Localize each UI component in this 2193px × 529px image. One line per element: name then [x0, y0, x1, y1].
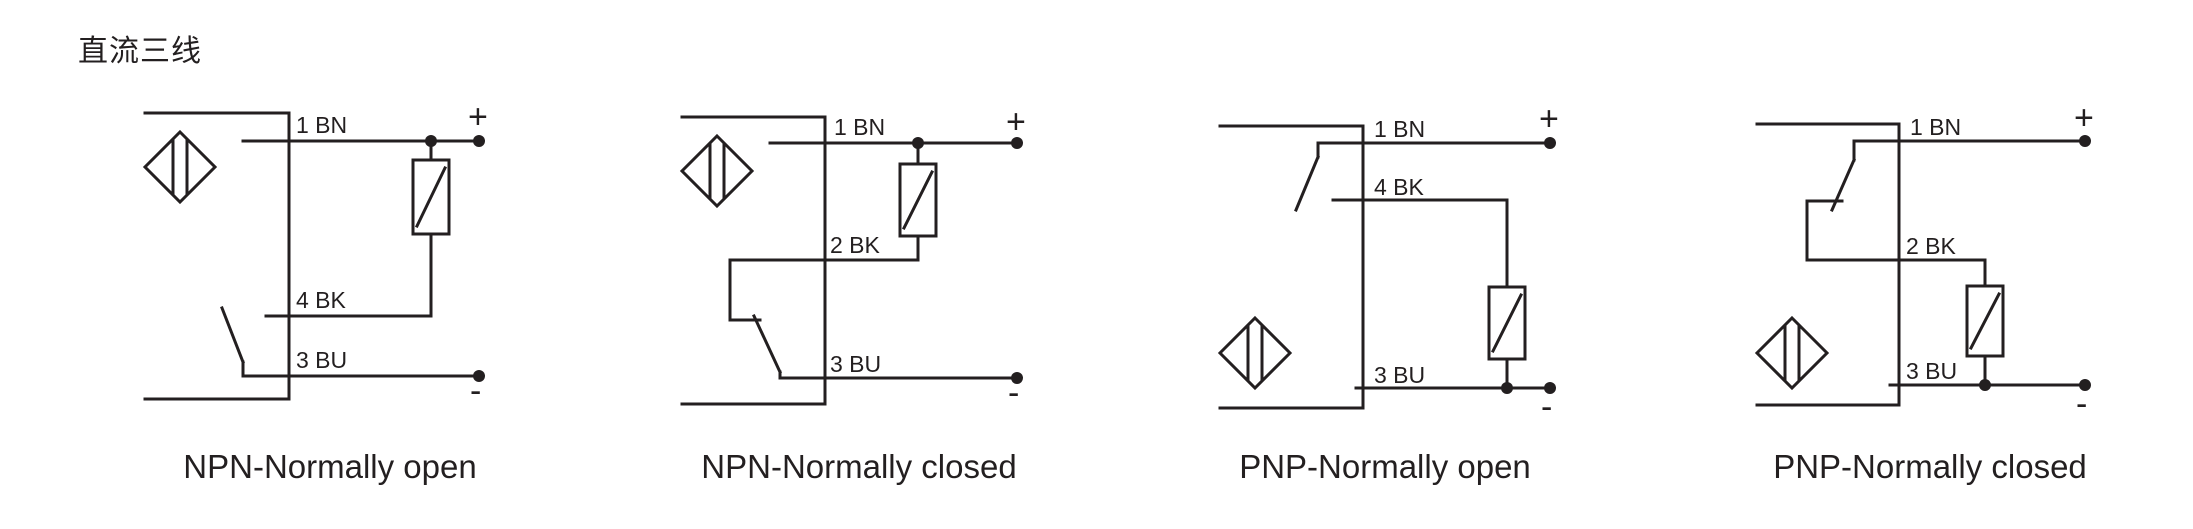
minus-sign: -	[1008, 374, 1019, 412]
load-resistor	[898, 162, 938, 238]
plus-sign: +	[1539, 100, 1559, 138]
page-title: 直流三线	[78, 35, 202, 68]
junction-dot	[1501, 382, 1513, 394]
caption-npn-normally-closed: NPN-Normally closed	[701, 448, 1017, 485]
caption-pnp-normally-open: PNP-Normally open	[1239, 448, 1531, 485]
junction-dot	[912, 137, 924, 149]
plus-sign: +	[2074, 99, 2094, 137]
wire-label-3: 3 BU	[296, 347, 347, 373]
plus-sign: +	[1006, 103, 1026, 141]
terminal-minus-dot	[2079, 379, 2091, 391]
caption-pnp-normally-closed: PNP-Normally closed	[1773, 448, 2087, 485]
sensor-symbol-icon	[1754, 315, 1830, 391]
diagram-pnp-normally-closed: 1 BN 2 BK 3 BU + -	[1754, 99, 2094, 423]
wire-label-2: 2 BK	[830, 232, 881, 258]
sensor-symbol-icon	[142, 129, 218, 205]
load-resistor	[1487, 285, 1527, 361]
wire-label-1: 1 BN	[834, 114, 885, 140]
junction-dot	[1979, 379, 1991, 391]
wiring	[1218, 124, 1552, 410]
terminal-plus-dot	[2079, 135, 2091, 147]
minus-sign: -	[1541, 388, 1552, 426]
wire-label-2: 4 BK	[1374, 174, 1425, 200]
minus-sign: -	[470, 372, 481, 410]
wire-label-1: 1 BN	[1374, 116, 1425, 142]
wiring	[143, 111, 481, 401]
junction-dot	[425, 135, 437, 147]
wire-label-3: 3 BU	[1374, 362, 1425, 388]
wire-label-1: 1 BN	[1910, 114, 1961, 140]
wiring	[680, 115, 1019, 406]
terminal-plus-dot	[1544, 137, 1556, 149]
terminal-plus-dot	[473, 135, 485, 147]
wire-label-2: 2 BK	[1906, 233, 1957, 259]
plus-sign: +	[468, 98, 488, 136]
sensor-symbol-icon	[679, 133, 755, 209]
terminal-minus-dot	[1011, 372, 1023, 384]
minus-sign: -	[2076, 385, 2087, 423]
terminal-plus-dot	[1011, 137, 1023, 149]
load-resistor	[411, 158, 451, 236]
wire-label-3: 3 BU	[1906, 358, 1957, 384]
diagram-npn-normally-closed: 1 BN 2 BK 3 BU + -	[679, 103, 1026, 412]
diagram-npn-normally-open: 1 BN 4 BK 3 BU + -	[142, 98, 488, 410]
sensor-symbol-icon	[1217, 315, 1293, 391]
terminal-minus-dot	[473, 370, 485, 382]
wire-label-1: 1 BN	[296, 112, 347, 138]
caption-npn-normally-open: NPN-Normally open	[183, 448, 477, 485]
terminal-minus-dot	[1544, 382, 1556, 394]
wire-label-2: 4 BK	[296, 287, 347, 313]
wire-label-3: 3 BU	[830, 351, 881, 377]
diagram-pnp-normally-open: 1 BN 4 BK 3 BU + -	[1217, 100, 1559, 426]
load-resistor	[1965, 284, 2005, 358]
